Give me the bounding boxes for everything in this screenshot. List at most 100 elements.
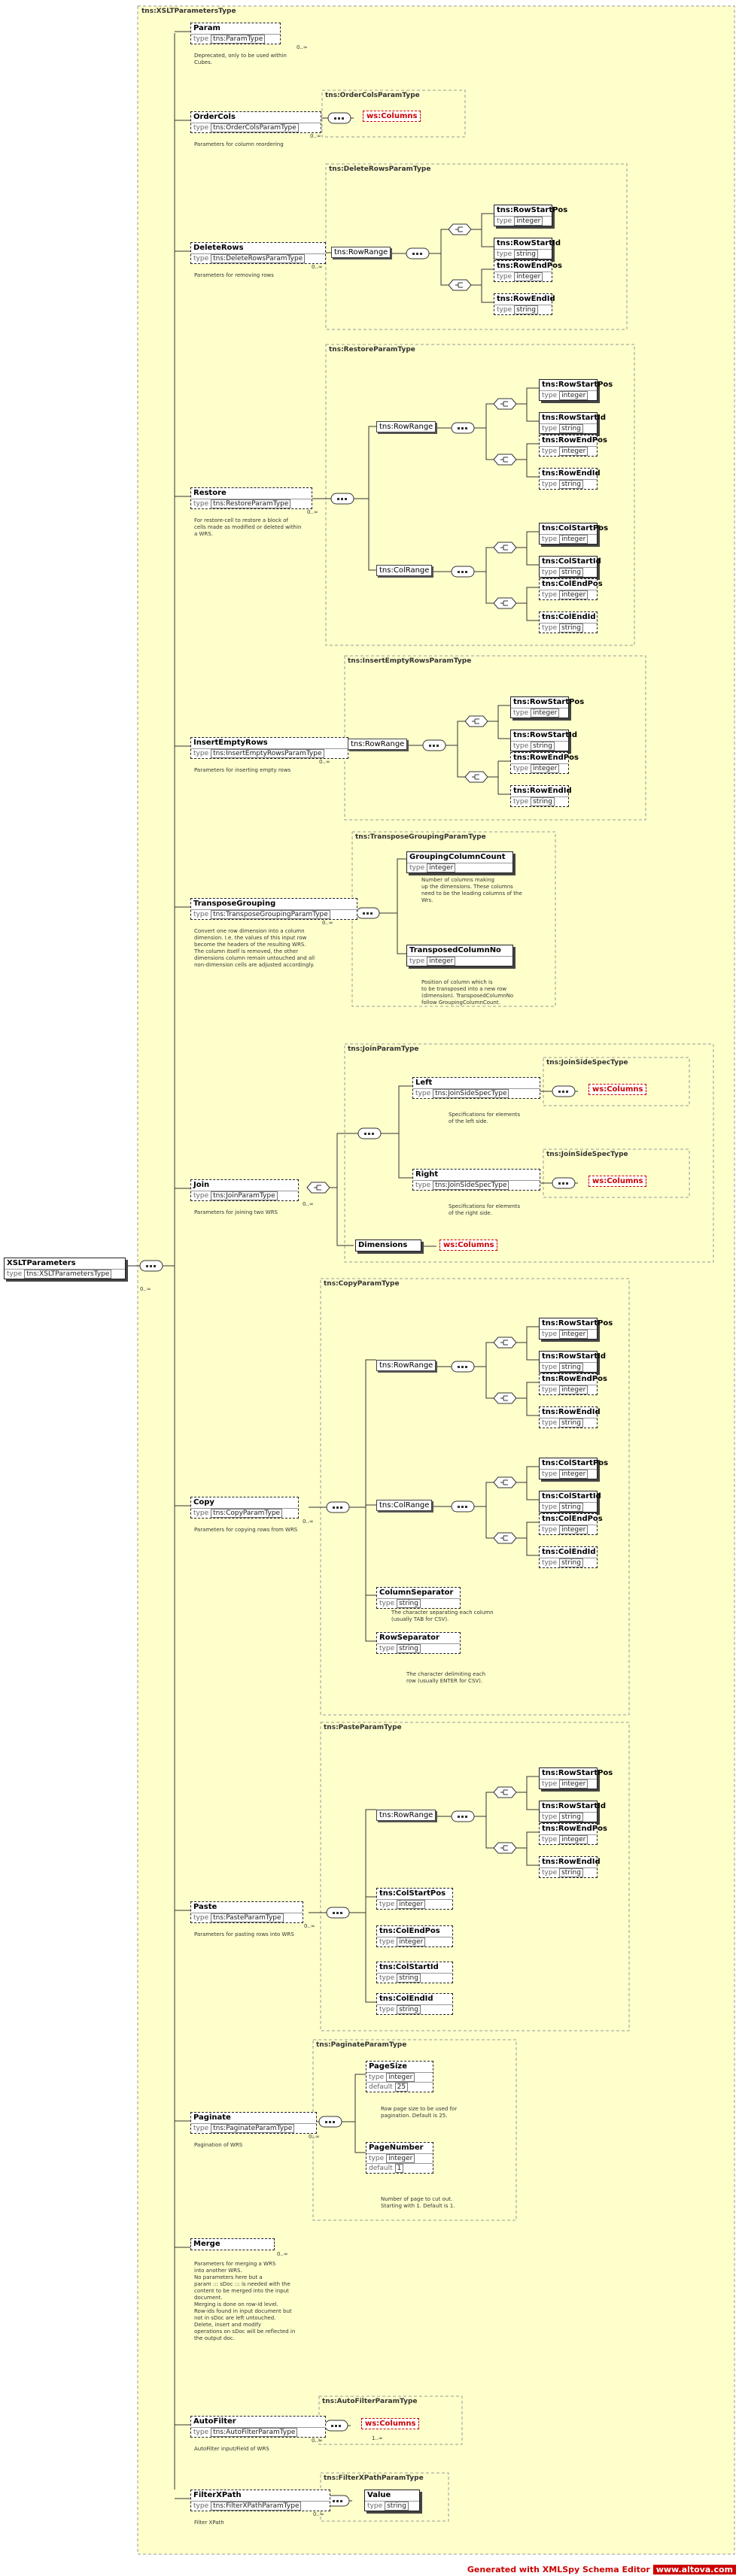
element-name: tns:ColStartId: [379, 1963, 439, 1971]
end-choice: [493, 1842, 517, 1854]
cardinality-insertempty: 0..∞: [319, 759, 330, 765]
footer: Generated with XMLSpy Schema Editor www.…: [467, 2565, 736, 2574]
ref-ws-columns[interactable]: ws:Columns: [363, 111, 421, 122]
row-range-group[interactable]: tns:RowRange: [376, 1360, 436, 1371]
col-range-group[interactable]: tns:ColRange: [376, 1500, 433, 1511]
element-merge[interactable]: Merge: [190, 2238, 275, 2250]
footer-url[interactable]: www.altova.com: [652, 2565, 736, 2574]
ref-ws-columns[interactable]: ws:Columns: [588, 1176, 647, 1187]
element-dimensions[interactable]: Dimensions: [355, 1239, 421, 1252]
element-name: Merge: [193, 2240, 220, 2248]
element-name: Join: [193, 1181, 210, 1189]
sequence-dot: [333, 2121, 335, 2123]
cardinality-join: 0..∞: [303, 1201, 314, 1207]
connector-line: [440, 253, 449, 286]
element-name: tns:ColStartPos: [379, 1889, 446, 1898]
row-range-group[interactable]: tns:RowRange: [348, 739, 408, 750]
row-range-group[interactable]: tns:RowRange: [331, 247, 391, 258]
sequence-dot: [336, 1506, 339, 1509]
connector-line: [497, 721, 510, 739]
connector-line: [481, 229, 494, 247]
choice-glyph: [472, 774, 479, 780]
ref-ws-columns[interactable]: ws:Columns: [361, 2418, 420, 2429]
element-name: FilterXPath: [193, 2491, 242, 2499]
ref-ws-columns[interactable]: ws:Columns: [588, 1084, 647, 1095]
ref-ws-columns[interactable]: ws:Columns: [439, 1239, 498, 1251]
col-range-group[interactable]: tns:ColRange: [376, 565, 433, 576]
group-title-left-joinside: tns:JoinSideSpecType: [546, 1059, 628, 1067]
row-range-group[interactable]: tns:RowRange: [376, 1810, 436, 1821]
sequence-dot: [429, 745, 431, 747]
choice-glyph: [455, 282, 463, 288]
row-range-group[interactable]: tns:RowRange: [376, 421, 436, 432]
connector-line: [357, 426, 376, 499]
sequence-dot: [363, 912, 365, 915]
sequence-dot: [558, 1182, 561, 1185]
group-title-transpose: tns:TransposeGroupingParamType: [355, 833, 486, 841]
sequence-dot: [461, 1366, 464, 1368]
